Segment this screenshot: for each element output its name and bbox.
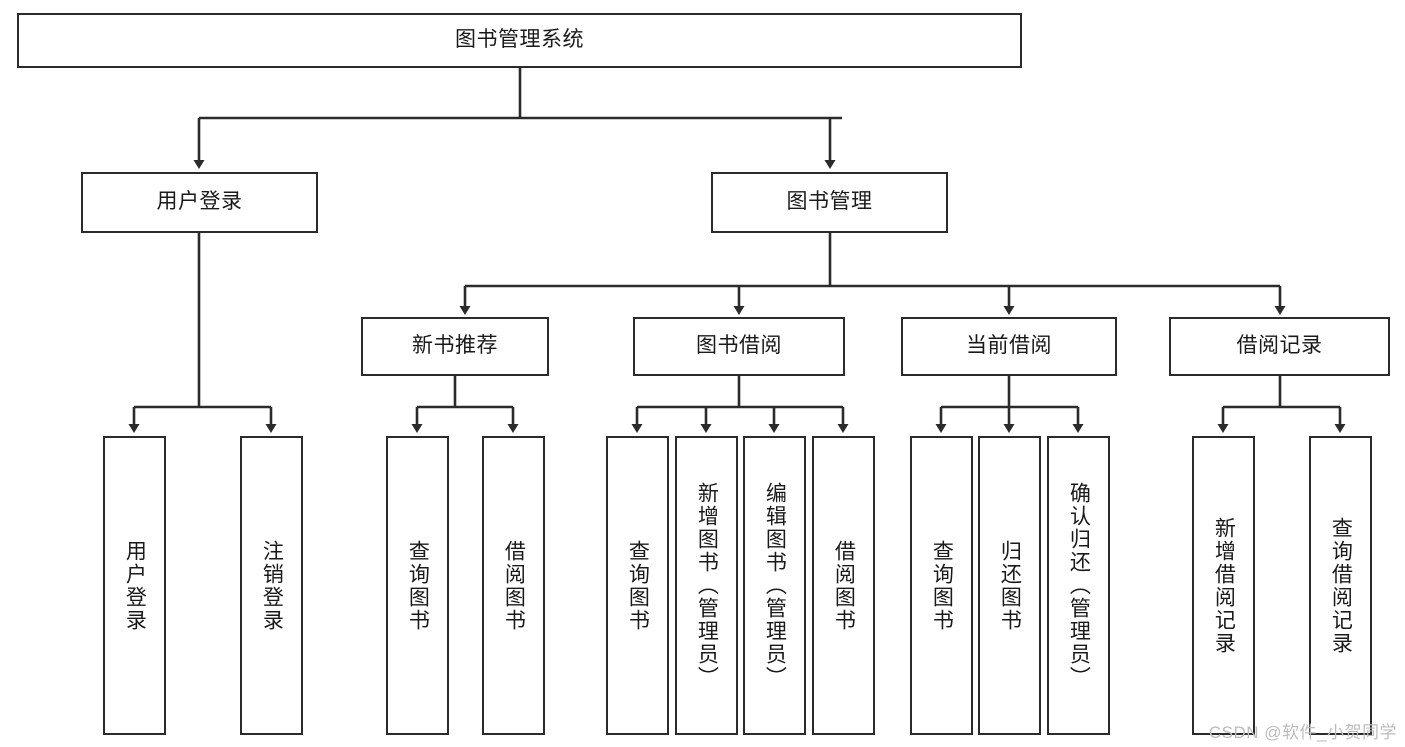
node-root[interactable]: 图书管理系统 (17, 13, 1022, 68)
leaf-user-login-login[interactable]: 用户登录 (103, 436, 166, 735)
leaf-user-login-logout[interactable]: 注销登录 (240, 436, 303, 735)
leaf-borrow-borrow-book[interactable]: 借阅图书 (812, 436, 875, 735)
node-book-management[interactable]: 图书管理 (711, 172, 948, 233)
leaf-borrow-edit-book-label: 编辑图书（管理员） (763, 482, 787, 689)
node-user-login-label: 用户登录 (156, 190, 243, 214)
leaf-current-query-book-label: 查询图书 (930, 539, 954, 632)
node-borrow-record[interactable]: 借阅记录 (1169, 317, 1390, 376)
leaf-new-book-query-label: 查询图书 (406, 539, 430, 632)
node-new-book-recommend[interactable]: 新书推荐 (361, 317, 549, 376)
leaf-new-book-borrow[interactable]: 借阅图书 (482, 436, 545, 735)
node-new-book-recommend-label: 新书推荐 (412, 334, 498, 358)
leaf-new-book-query[interactable]: 查询图书 (386, 436, 449, 735)
leaf-record-query[interactable]: 查询借阅记录 (1309, 436, 1372, 735)
node-user-login[interactable]: 用户登录 (81, 172, 318, 233)
node-root-label: 图书管理系统 (455, 28, 584, 52)
leaf-current-return-book[interactable]: 归还图书 (978, 436, 1041, 735)
leaf-current-confirm-return[interactable]: 确认归还（管理员） (1047, 436, 1110, 735)
leaf-current-return-book-label: 归还图书 (998, 539, 1022, 632)
leaf-record-add[interactable]: 新增借阅记录 (1192, 436, 1255, 735)
leaf-user-login-logout-label: 注销登录 (260, 539, 284, 632)
leaf-record-query-label: 查询借阅记录 (1329, 516, 1353, 655)
node-book-borrow[interactable]: 图书借阅 (633, 317, 845, 376)
node-book-management-label: 图书管理 (786, 190, 873, 214)
leaf-borrow-add-book-label: 新增图书（管理员） (695, 482, 719, 689)
node-current-borrow[interactable]: 当前借阅 (901, 317, 1117, 376)
leaf-borrow-query-book-label: 查询图书 (626, 539, 650, 632)
leaf-borrow-add-book[interactable]: 新增图书（管理员） (675, 436, 738, 735)
leaf-current-confirm-return-label: 确认归还（管理员） (1067, 482, 1091, 689)
watermark: CSDN @软件_小贺同学 (1208, 723, 1397, 742)
node-book-borrow-label: 图书借阅 (696, 334, 782, 358)
leaf-new-book-borrow-label: 借阅图书 (502, 539, 526, 632)
leaf-borrow-borrow-book-label: 借阅图书 (832, 539, 856, 632)
leaf-borrow-query-book[interactable]: 查询图书 (606, 436, 669, 735)
node-borrow-record-label: 借阅记录 (1236, 334, 1323, 358)
leaf-borrow-edit-book[interactable]: 编辑图书（管理员） (743, 436, 806, 735)
leaf-user-login-login-label: 用户登录 (123, 539, 147, 632)
leaf-current-query-book[interactable]: 查询图书 (910, 436, 973, 735)
node-current-borrow-label: 当前借阅 (966, 334, 1052, 358)
leaf-record-add-label: 新增借阅记录 (1212, 516, 1236, 655)
